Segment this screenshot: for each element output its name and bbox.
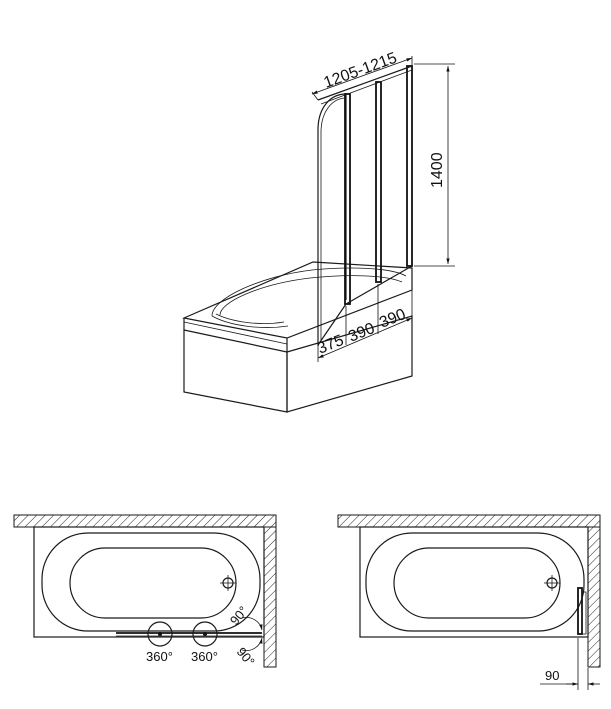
rotation-label-2: 360°: [191, 649, 218, 664]
depth-label: 90: [545, 668, 559, 683]
rotation-label-1: 360°: [146, 649, 173, 664]
wall-top-hatch-right: [337, 514, 601, 528]
plan-view-left: 360° 360° 90° 90°: [13, 514, 277, 669]
bath-outline: [33, 526, 265, 638]
panel-3-label: 390: [377, 306, 408, 332]
wall-top-hatch: [13, 514, 277, 528]
wall-right-hatch-right: [587, 526, 601, 668]
wall-right-hatch: [263, 526, 277, 668]
rotation-circle-1: [147, 621, 173, 647]
drain-icon-right: [544, 575, 560, 591]
bath-basin-outer-right: [365, 532, 585, 632]
rotation-circle-2: [192, 621, 218, 647]
bath-basin-inner-right: [393, 547, 561, 619]
screen-stacked-2: [581, 591, 587, 635]
bath-basin-outer: [41, 532, 261, 632]
angle-bottom-label: 90°: [234, 644, 258, 669]
panel-dimensions: 375 390 390: [315, 270, 413, 362]
angle-top-label: 90°: [227, 603, 251, 628]
bath-screen: [317, 65, 413, 346]
isometric-view: 1205-1215 1400 375 390 390: [181, 50, 455, 413]
screen-stacked: [577, 587, 583, 635]
drain-icon: [220, 575, 236, 591]
bath-basin-inner: [69, 547, 237, 619]
panel-2-label: 390: [346, 320, 377, 346]
bath-outline-right: [359, 526, 589, 638]
width-label: 1205-1215: [322, 50, 400, 92]
plan-view-right: 90: [337, 514, 601, 690]
width-dimension: 1205-1215: [311, 50, 413, 101]
height-label: 1400: [429, 152, 446, 188]
height-dimension: 1400: [414, 63, 455, 267]
